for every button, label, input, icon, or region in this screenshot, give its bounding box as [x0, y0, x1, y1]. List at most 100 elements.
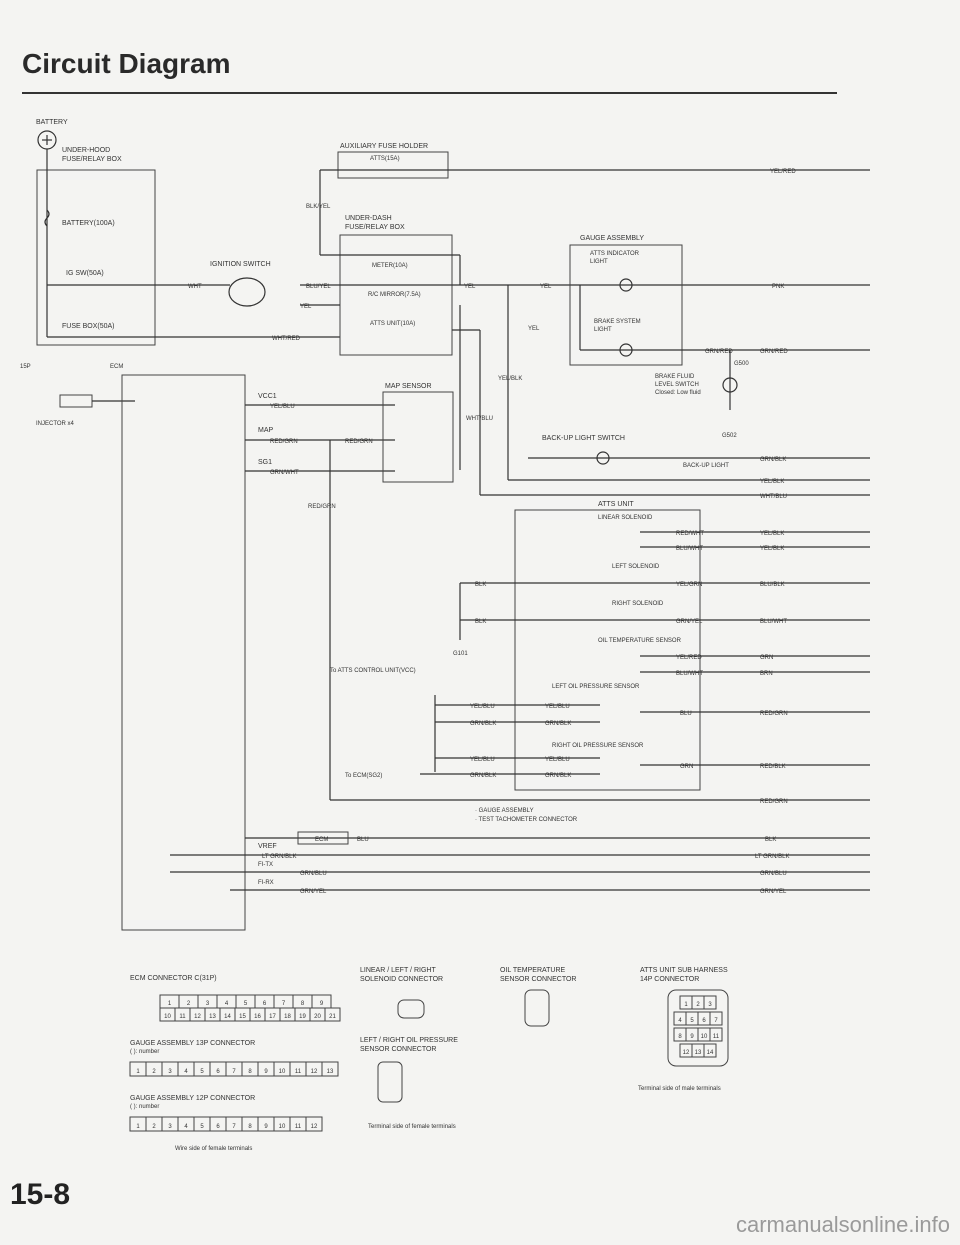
connector-pin-label: 1 — [684, 1002, 688, 1008]
connector-pin-label: 10 — [164, 1014, 171, 1020]
right-solenoid-label: RIGHT SOLENOID — [612, 601, 664, 607]
wire-brn: BRN — [760, 671, 773, 677]
wire-yel-blu: YEL/BLU — [270, 404, 295, 410]
wire-yel-red-2: YEL/RED — [676, 655, 702, 661]
solenoid-conn-label-1: LINEAR / LEFT / RIGHT — [360, 967, 436, 974]
connector-pin-label: 8 — [248, 1124, 252, 1130]
pressure-conn-label-2: SENSOR CONNECTOR — [360, 1046, 437, 1053]
wire-yel-grn: YEL/GRN — [676, 582, 702, 588]
atts-fuse-label: ATTS(15A) — [370, 156, 400, 162]
under-dash-box — [339, 234, 453, 356]
connector-pin-label: 20 — [314, 1014, 321, 1020]
under-hood-label-2: FUSE/RELAY BOX — [62, 156, 122, 163]
wire-yel-2: YEL — [540, 284, 552, 290]
map-label: MAP — [258, 427, 274, 434]
connector-pin-label: 7 — [232, 1069, 236, 1075]
fusebox-fuse-label: FUSE BOX(50A) — [62, 323, 115, 330]
connector-pin-label: 3 — [168, 1069, 172, 1075]
connector-pin-cell — [703, 995, 717, 1010]
wire-blu-2: BLU — [357, 837, 369, 843]
atts-sub-label-1: ATTS UNIT SUB HARNESS — [640, 967, 728, 974]
connector-pin-label: 12 — [311, 1124, 318, 1130]
connector-pin-label: 7 — [282, 1001, 286, 1007]
wire-grn-yel: GRN/YEL — [676, 619, 703, 625]
under-dash-label-1: UNDER-DASH — [345, 215, 392, 222]
wire-red-grn: RED/GRN — [270, 439, 298, 445]
wire-yel-blu-5: YEL/BLU — [545, 757, 570, 763]
wire-grn-blu: GRN/BLU — [300, 871, 327, 877]
oil-temp-connector — [524, 989, 550, 1027]
injector-symbol — [59, 394, 93, 408]
left-solenoid-label: LEFT SOLENOID — [612, 564, 660, 570]
battery-symbol — [37, 130, 57, 150]
wire-wht-red-1: WHT/RED — [272, 336, 301, 342]
connector-pin-cell — [709, 1027, 723, 1042]
connector-pin-label: 6 — [216, 1069, 220, 1075]
wire-yel-blu-2: YEL/BLU — [470, 704, 495, 710]
fuse-15p: 15P — [20, 364, 31, 370]
injector-label: INJECTOR x4 — [36, 421, 75, 427]
connector-pin-label: 7 — [232, 1124, 236, 1130]
gauge-note-1: · GAUGE ASSEMBLY — [475, 808, 534, 814]
connector-pin-label: 6 — [702, 1018, 706, 1024]
wire-grn-blk: GRN/BLK — [760, 457, 786, 463]
oil-temp-conn-label-2: SENSOR CONNECTOR — [500, 976, 577, 983]
watermark: carmanualsonline.info — [735, 1212, 950, 1237]
connector-pin-label: 8 — [301, 1001, 305, 1007]
terminal-male-note: Terminal side of male terminals — [638, 1086, 721, 1092]
atts-indicator-bulb — [619, 278, 633, 292]
connector-pin-label: 2 — [187, 1001, 191, 1007]
under-hood-box — [36, 169, 156, 346]
connector-pin-label: 10 — [279, 1124, 286, 1130]
ignition-switch-label: IGNITION SWITCH — [210, 261, 271, 268]
connector-pin-label: 21 — [329, 1014, 336, 1020]
connector-pin-label: 4 — [184, 1124, 188, 1130]
connector-pin-cell — [305, 1116, 323, 1132]
solenoid-connector — [397, 999, 425, 1019]
oil-temp-conn-label-1: OIL TEMPERATURE — [500, 967, 566, 974]
aux-fuse-holder-label: AUXILIARY FUSE HOLDER — [340, 143, 428, 150]
wire-red-wht: RED/WHT — [676, 531, 704, 537]
wire-yel-blu-4: YEL/BLU — [470, 757, 495, 763]
gauge-assembly-label: GAUGE ASSEMBLY — [580, 235, 644, 242]
connector-pin-label: 6 — [216, 1124, 220, 1130]
connector-pin-label: 7 — [714, 1018, 718, 1024]
connector-pin-label: 17 — [269, 1014, 276, 1020]
atts-unit-box — [514, 509, 701, 791]
left-oil-pressure-label: LEFT OIL PRESSURE SENSOR — [552, 684, 640, 690]
connector-pin-label: 11 — [295, 1069, 302, 1075]
connector-pin-label: 12 — [194, 1014, 201, 1020]
wire-grn-blk-5: GRN/BLK — [545, 773, 571, 779]
connector-pin-label: 13 — [327, 1069, 334, 1075]
battery-label: BATTERY — [36, 119, 68, 126]
pressure-conn-label-1: LEFT / RIGHT OIL PRESSURE — [360, 1037, 458, 1044]
connector-pin-label: 9 — [264, 1069, 268, 1075]
connector-pin-label: 11 — [295, 1124, 302, 1130]
wire-yel-red: YEL/RED — [770, 169, 796, 175]
ecm-inline-label: ECM — [315, 837, 328, 843]
wire-blu-wht: BLU/WHT — [676, 546, 703, 552]
wire-yel-blk-2: YEL/BLK — [760, 479, 784, 485]
mirror-fuse-label: R/C MIRROR(7.5A) — [368, 292, 421, 298]
connector-pin-label: 4 — [678, 1018, 682, 1024]
connector-pin-label: 4 — [225, 1001, 229, 1007]
wire-yel-wht: YEL/BLK — [760, 531, 784, 537]
wire-yel-3: YEL — [300, 304, 312, 310]
atts-unit-fuse-label: ATTS UNIT(10A) — [370, 321, 415, 327]
connector-pin-label: 15 — [239, 1014, 246, 1020]
atts-indicator-label-1: ATTS INDICATOR — [590, 251, 640, 257]
wire-grn-blk-2: GRN/BLK — [470, 721, 496, 727]
ecm-box — [121, 374, 246, 931]
connector-pin-label: 9 — [264, 1124, 268, 1130]
wire-red-grn-b: RED/GRN — [345, 439, 373, 445]
wire-red-grn-3: RED/GRN — [760, 799, 788, 805]
brake-light-label-2: LIGHT — [594, 327, 612, 333]
connector-pin-label: 5 — [244, 1001, 248, 1007]
map-sensor-box — [382, 391, 454, 483]
connector-pin-label: 10 — [279, 1069, 286, 1075]
wire-blu-blu: BLU/BLK — [760, 582, 785, 588]
connector-pin-cell — [703, 1043, 717, 1058]
